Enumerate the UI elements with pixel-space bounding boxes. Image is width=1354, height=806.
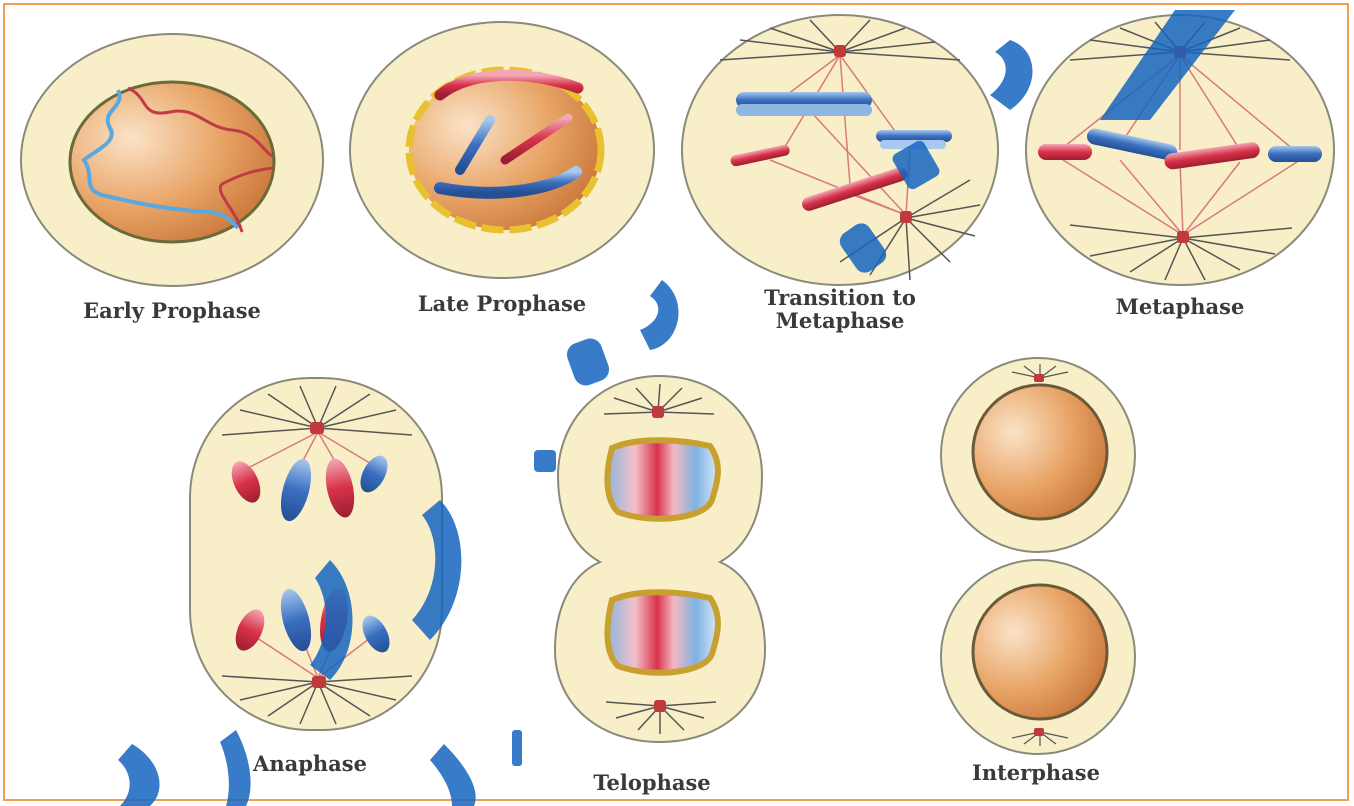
centrosome-top xyxy=(652,406,664,418)
anaphase-cell xyxy=(190,378,442,730)
centrosome-top xyxy=(310,422,324,434)
interphase-cell-top xyxy=(941,358,1135,552)
anaphase-label: Anaphase xyxy=(252,751,367,776)
centrosome-bottom xyxy=(312,676,326,688)
interphase-cell-bottom xyxy=(941,560,1135,754)
metaphase-chromosome-red-1 xyxy=(1038,144,1092,160)
centrosome-bottom xyxy=(1177,231,1189,243)
transition-cell xyxy=(682,15,998,285)
interphase-nucleus-bottom xyxy=(973,585,1107,719)
metaphase-chromosome-blue-2 xyxy=(1268,146,1322,162)
centrosome xyxy=(1034,728,1044,736)
telophase-label: Telophase xyxy=(593,770,710,795)
interphase-label: Interphase xyxy=(972,760,1100,785)
late-prophase-label: Late Prophase xyxy=(418,291,586,316)
transition-label-line2: Metaphase xyxy=(776,308,905,333)
early-prophase-label: Early Prophase xyxy=(83,298,261,323)
telophase-cell xyxy=(555,376,765,742)
telophase-nucleus-top xyxy=(607,440,718,519)
early-prophase-nucleus xyxy=(70,82,274,242)
late-prophase-cell xyxy=(350,22,654,278)
transition-label-line1: Transition to xyxy=(764,285,916,310)
interphase-nucleus-top xyxy=(973,385,1107,519)
centrosome xyxy=(1034,374,1044,382)
centrosome-top xyxy=(834,45,846,57)
centrosome-bottom xyxy=(654,700,666,712)
telophase-nucleus-bottom xyxy=(607,592,718,673)
early-prophase-cell xyxy=(21,34,323,286)
centrosome-bottom xyxy=(900,211,912,223)
metaphase-label: Metaphase xyxy=(1116,294,1245,319)
